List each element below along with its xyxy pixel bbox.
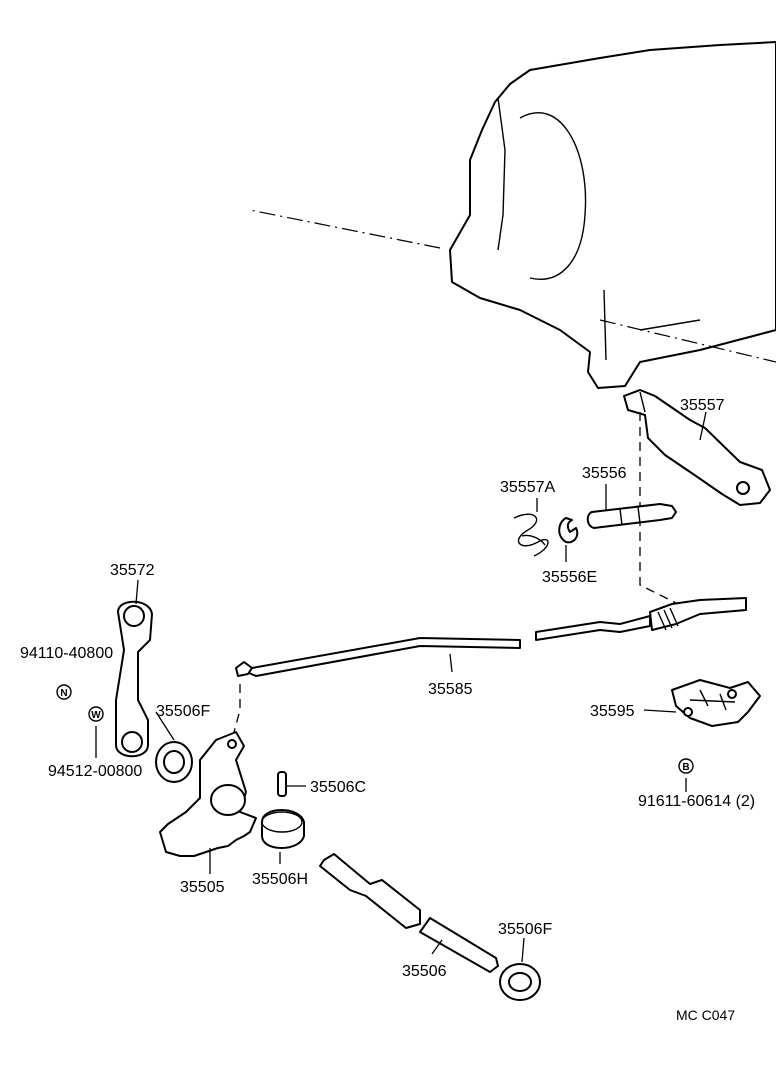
- part-35506-shaft[interactable]: [319, 853, 499, 973]
- assembly-line-35557: [639, 412, 681, 606]
- part-35506f-seal-upper[interactable]: [155, 741, 193, 783]
- label-35572: 35572: [110, 562, 155, 579]
- part-35506h-collar[interactable]: [261, 809, 305, 849]
- label-94512-00800: 94512-00800: [48, 763, 142, 780]
- label-35505: 35505: [180, 879, 225, 896]
- label-35506: 35506: [402, 963, 447, 980]
- part-35505-detent-plate[interactable]: [159, 731, 257, 857]
- part-35556e-clip[interactable]: [558, 517, 579, 544]
- part-35506c-pin[interactable]: [277, 771, 287, 797]
- label-35556e: 35556E: [542, 569, 597, 586]
- label-94110-40800: 94110-40800: [20, 645, 113, 662]
- label-35595: 35595: [590, 703, 635, 720]
- leader-lines: [95, 411, 707, 963]
- label-35557a: 35557A: [500, 479, 555, 496]
- part-35572-link[interactable]: [115, 600, 153, 758]
- part-35585-rod[interactable]: [235, 597, 747, 677]
- assembly-line-35585: [233, 684, 241, 733]
- part-35556-pin[interactable]: [586, 503, 677, 529]
- symbol-w: W: [88, 706, 104, 722]
- label-35506c: 35506C: [310, 779, 366, 796]
- transmission-case: [249, 41, 776, 389]
- part-35557-lever[interactable]: [623, 389, 771, 506]
- svg-text:B: B: [682, 762, 689, 773]
- diagram-code: MC C047: [676, 1007, 735, 1023]
- label-35557: 35557: [680, 397, 725, 414]
- label-35506h: 35506H: [252, 871, 308, 888]
- symbol-b: B: [678, 758, 694, 774]
- part-35506f-seal-lower[interactable]: [499, 963, 541, 1001]
- part-35595-bracket[interactable]: [671, 679, 761, 727]
- label-91611-60614: 91611-60614 (2): [638, 793, 755, 810]
- svg-text:W: W: [91, 710, 101, 721]
- svg-text:N: N: [60, 688, 67, 699]
- label-35506f-bottom: 35506F: [498, 921, 552, 938]
- label-35506f-top: 35506F: [156, 703, 210, 720]
- label-35556: 35556: [582, 465, 627, 482]
- label-35585: 35585: [428, 681, 473, 698]
- part-35557a-spring[interactable]: [513, 513, 549, 557]
- symbol-n: N: [56, 684, 72, 700]
